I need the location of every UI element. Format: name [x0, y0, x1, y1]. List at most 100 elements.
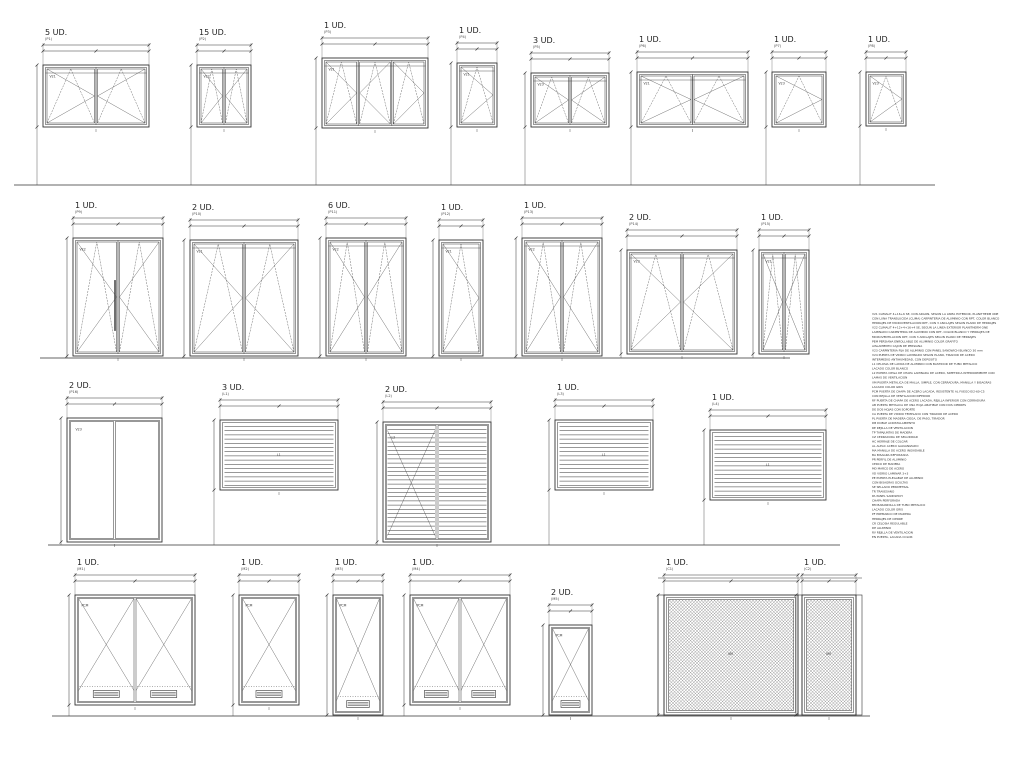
quantity-label: 1 UD.	[77, 558, 99, 567]
quantity-label: 2 UD.	[385, 385, 407, 394]
mesh-line	[703, 620, 794, 711]
legend-line: V24 PUERTA DE VIDRIO LAMINADO SEGUN PLAN…	[872, 353, 976, 357]
legend-line: CERCO DE MADERA	[872, 462, 900, 466]
mesh-line	[806, 639, 852, 686]
legend-line: CON LUNA TRANSLUCIDA (CLIMA) CARPINTERIA…	[872, 317, 1000, 321]
opening-line	[408, 61, 425, 125]
mesh-line	[806, 649, 852, 695]
opening-line	[325, 61, 342, 125]
opening-line	[869, 75, 887, 123]
legend-block: V21 CLIMALIT 4+16+6 SE, CON ARGON, SEGUN…	[871, 312, 1000, 539]
outer-frame	[321, 57, 429, 129]
opening-line	[563, 241, 581, 353]
opening-line	[785, 301, 806, 351]
mesh-line	[806, 620, 852, 667]
inner-frame	[69, 420, 160, 540]
opening-line	[70, 68, 95, 124]
mesh-line	[806, 665, 852, 711]
dimension-tick	[782, 234, 786, 238]
mesh-line	[806, 602, 852, 648]
carpentry-element: 1 UD.(C1)VM	[656, 558, 800, 720]
mesh-line	[809, 668, 852, 711]
door-leaf	[437, 425, 488, 539]
dimension-tick	[431, 238, 435, 242]
dimension-tick	[35, 63, 39, 67]
mesh-line	[729, 646, 794, 711]
outer-frame	[554, 419, 654, 491]
type-tag: L1	[277, 453, 281, 457]
dimension-tick	[67, 593, 71, 597]
mesh-line	[774, 691, 794, 711]
legend-line: PL PUERTA DE MADERA CIEGA, DE PASO, TIRA…	[872, 417, 945, 421]
opening-line	[413, 598, 460, 691]
legend-line: HERRAJES DE MICROVENTILACION RPT, CON 3 …	[872, 321, 996, 325]
legend-line: PCM PUERTA DE CHAPA DE ACERO LACADA, RES…	[872, 389, 985, 393]
legend-line: VM PUERTA METALICA DE MALLA, SIMPLE, CON…	[872, 380, 992, 384]
mesh-line	[713, 630, 794, 711]
opening-line	[525, 296, 561, 353]
type-tag: PCM	[246, 604, 253, 608]
legend-line: CA PUERTA DE VIDRIO TEMPLADO CON TIRADOR…	[872, 412, 959, 416]
opening-line	[775, 75, 800, 124]
dimension-tick	[794, 593, 798, 597]
mesh-pattern	[806, 599, 852, 711]
quantity-label: 2 UD.	[69, 381, 91, 390]
legend-line: V21 CLIMALIT 4+16+6 SE, CON ARGON, SEGUN…	[872, 312, 999, 316]
door-leaf	[460, 598, 507, 702]
gate-frame	[806, 599, 852, 711]
dimension-tick	[449, 61, 453, 65]
type-tag: L2	[392, 436, 396, 440]
outer-frame	[548, 624, 593, 716]
carpentry-element: 2 UD.(P16)V23	[59, 381, 164, 547]
legend-line: MA MANILLA DE ACERO INOXIDABLE	[872, 449, 925, 453]
opening-line	[798, 75, 823, 124]
inner-frame	[868, 74, 904, 124]
carpentry-element: 2 UD.(P10)V21	[182, 203, 300, 361]
legend-line: LACADO COLOR GRIS	[872, 385, 903, 389]
mesh-line	[809, 599, 852, 642]
gate-post	[855, 594, 863, 716]
mesh-line	[822, 599, 852, 629]
opening-line	[76, 241, 117, 298]
carpentry-element: 1 UD.(M1)PCM	[67, 558, 197, 716]
opening-line	[218, 243, 243, 353]
opening-line	[325, 92, 357, 125]
type-tag: L1	[766, 463, 770, 467]
carpentry-element: 6 UD.(P11)V22	[318, 201, 408, 361]
outer-frame	[709, 429, 827, 501]
mesh-line	[816, 599, 852, 635]
opening-line	[869, 75, 903, 100]
opening-line	[460, 94, 494, 124]
inner-frame	[804, 597, 854, 713]
mesh-line	[832, 691, 852, 711]
opening-line	[139, 241, 160, 353]
quantity-label: 1 UD.	[412, 558, 434, 567]
mesh-line	[806, 655, 852, 702]
opening-line	[119, 296, 160, 353]
carpentry-element: 1 UD.(M3)PCM	[325, 558, 385, 720]
opening-line	[329, 241, 348, 353]
opening-line	[97, 95, 146, 124]
opening-line	[775, 75, 823, 100]
dimension-tick	[764, 70, 768, 74]
mesh-line	[751, 599, 794, 642]
type-tag: V23	[538, 83, 544, 87]
opening-line	[525, 241, 544, 353]
mesh-line	[748, 665, 794, 711]
outer-frame	[530, 72, 610, 128]
quantity-label: 1 UD.	[441, 203, 463, 212]
type-tag: PCM	[82, 604, 89, 608]
outer-frame	[42, 64, 150, 128]
quantity-label: 1 UD.	[868, 35, 890, 44]
outer-frame	[521, 237, 603, 357]
type-tag: L1	[602, 453, 606, 457]
reference-label: (P9)	[75, 210, 83, 214]
dimension-tick	[242, 224, 246, 228]
opening-line	[200, 95, 223, 124]
dimension-tick	[459, 224, 463, 228]
opening-line	[525, 241, 561, 298]
mesh-line	[767, 599, 794, 626]
dimension-tick	[560, 222, 564, 226]
opening-line	[96, 241, 117, 353]
